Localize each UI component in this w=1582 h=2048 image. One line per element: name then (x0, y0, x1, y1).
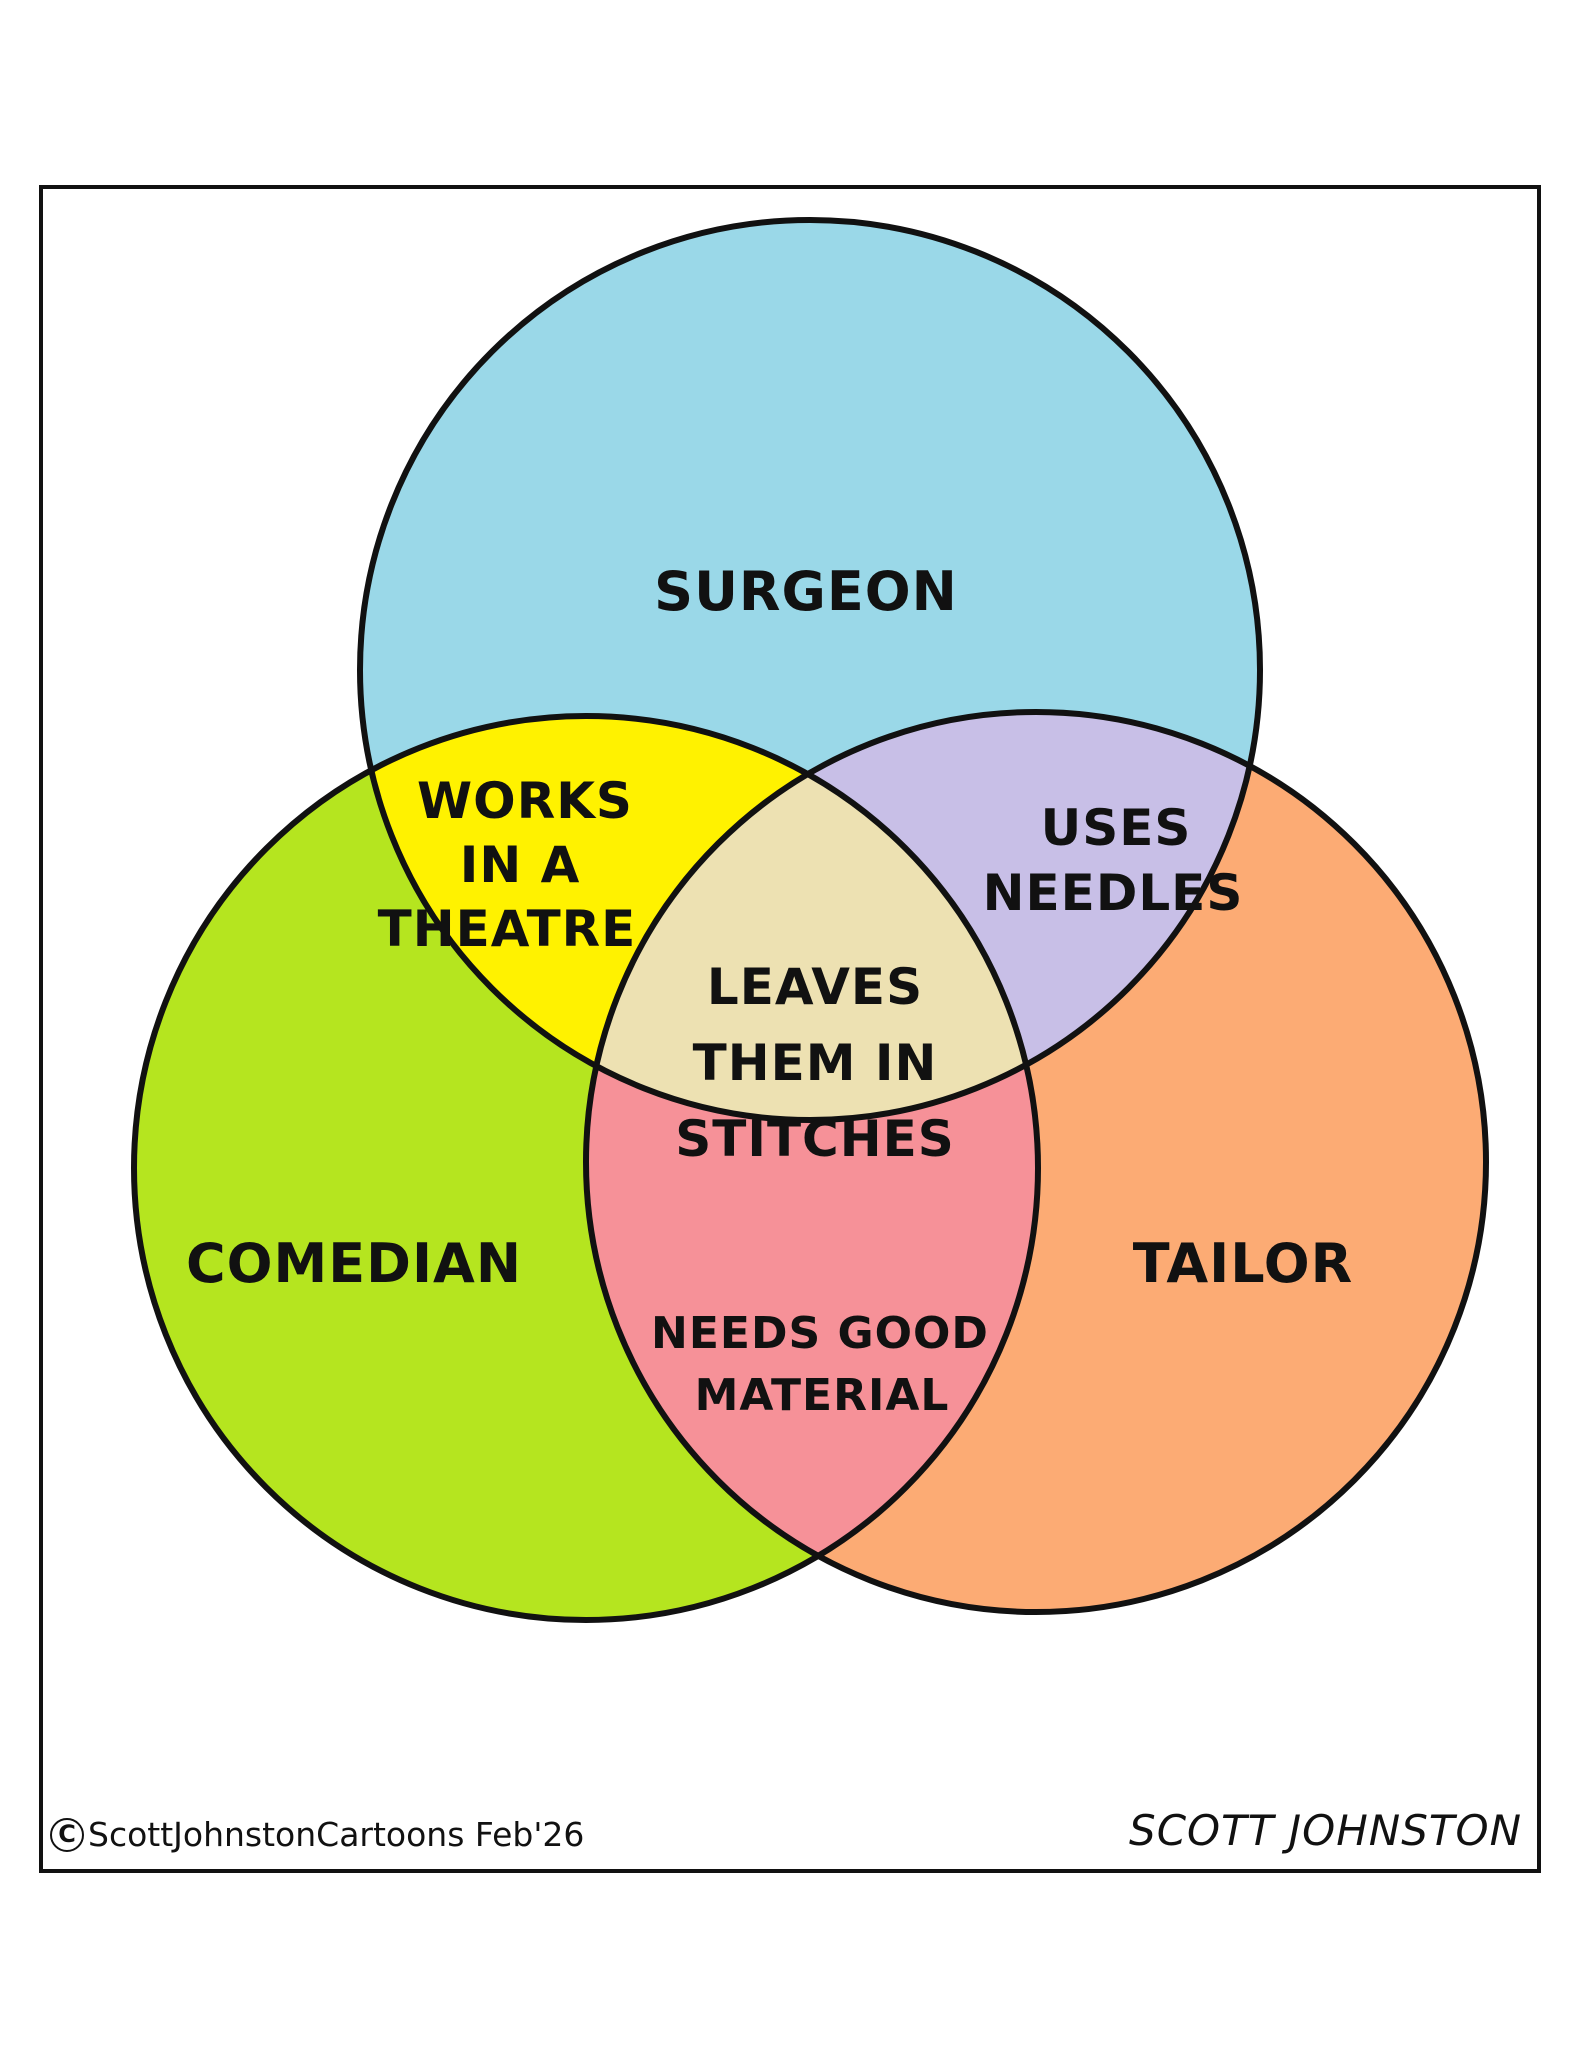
region-line: IN A (460, 836, 581, 894)
region-line: USES (1041, 799, 1192, 857)
tailor-label: TAILOR (1133, 1232, 1354, 1295)
surgeon-label: SURGEON (654, 560, 958, 623)
region-line: NEEDS GOOD (651, 1308, 989, 1359)
surgeon-outline (357, 217, 1263, 1123)
theatre-region-label: WORKS IN A THEATRE (378, 772, 637, 958)
copyright-credit: C ScottJohnstonCartoons Feb'26 (50, 1815, 584, 1854)
region-line: THEM IN (693, 1034, 938, 1092)
copyright-icon: C (50, 1817, 84, 1852)
region-line: STITCHES (675, 1110, 955, 1168)
region-line: NEEDLES (983, 864, 1244, 922)
artist-signature: SCOTT JOHNSTON (1129, 1806, 1522, 1855)
region-line: LEAVES (707, 958, 923, 1016)
region-line: THEATRE (378, 900, 637, 958)
material-region-label: NEEDS GOOD MATERIAL (651, 1308, 989, 1421)
credit-text: ScottJohnstonCartoons Feb'26 (88, 1815, 585, 1854)
center-overlap (586, 716, 1038, 1120)
tailor-outline (583, 709, 1489, 1615)
region-line: MATERIAL (695, 1370, 950, 1421)
region-line: WORKS (417, 772, 633, 830)
comedian-label: COMEDIAN (186, 1232, 522, 1295)
stitches-region-label: LEAVES THEM IN STITCHES (675, 958, 955, 1168)
comedian-outline (131, 713, 1041, 1623)
needles-region-label: USES NEEDLES (983, 799, 1244, 922)
